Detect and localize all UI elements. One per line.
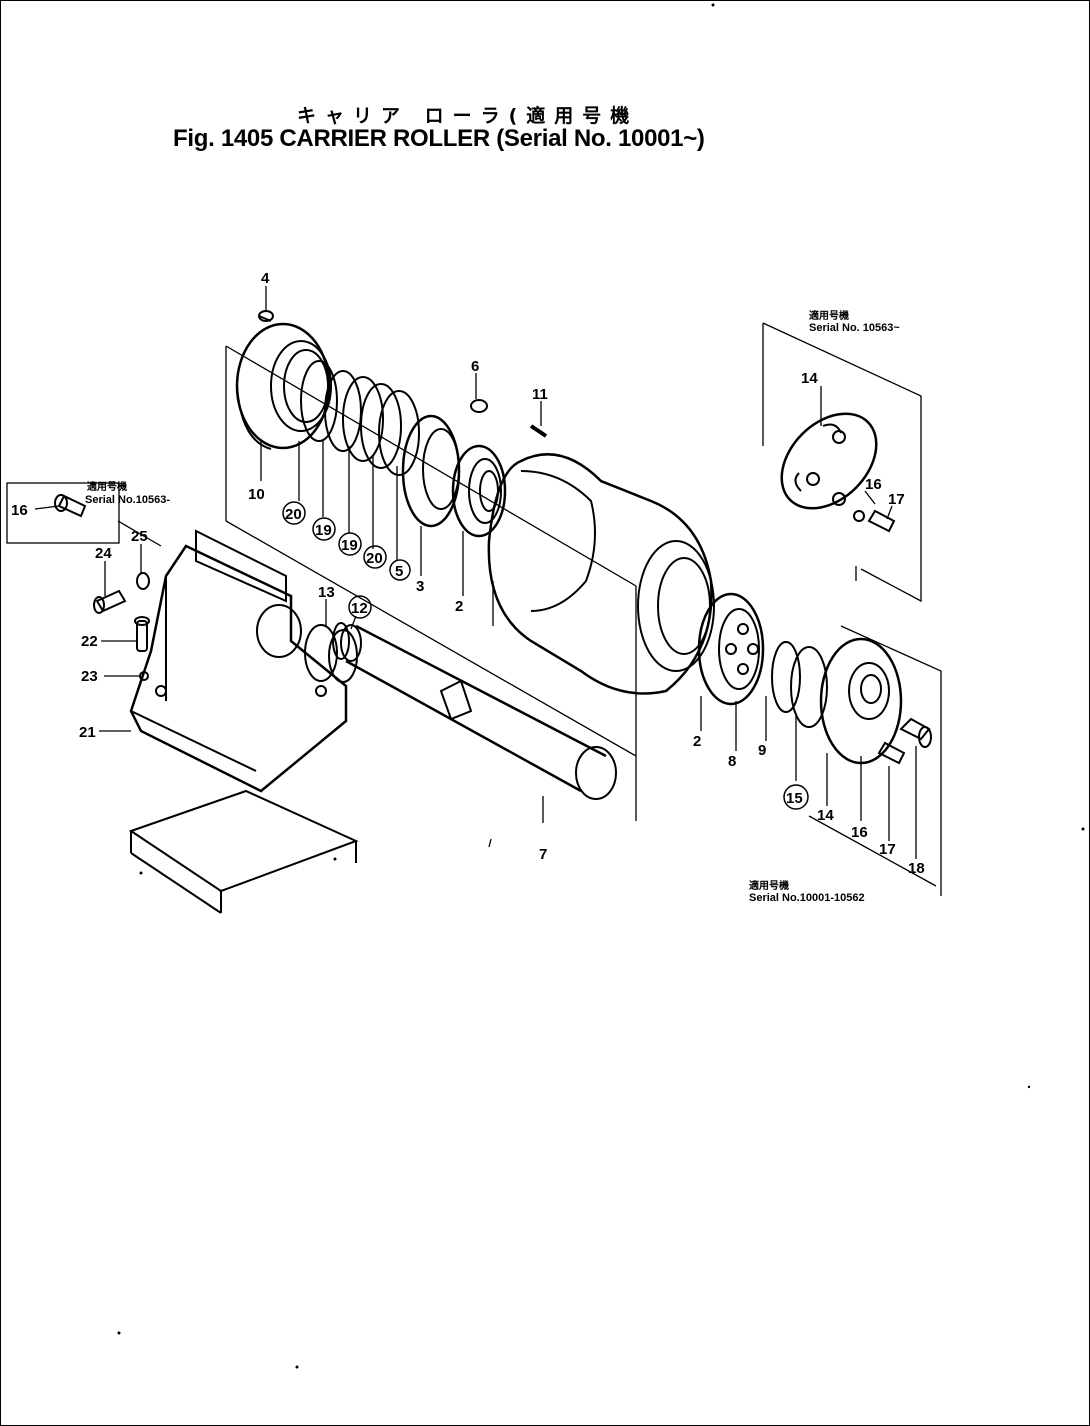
seal-housing-10 <box>235 322 332 450</box>
part-label-24: 24 <box>95 545 112 562</box>
bolt-17-alt <box>853 509 896 533</box>
part-label-13: 13 <box>318 584 335 601</box>
part-label-8: 8 <box>728 753 736 770</box>
bolt-24 <box>93 589 127 614</box>
part-label-20b: 20 <box>366 550 383 567</box>
callout-bottom-right-serial: Serial No.10001-10562 <box>749 892 865 904</box>
part-label-6: 6 <box>471 358 479 375</box>
seal-ring-3 <box>401 414 461 528</box>
part-label-20a: 20 <box>285 506 302 523</box>
part-label-2b: 2 <box>693 733 701 750</box>
bolt-17 <box>877 741 906 765</box>
part-label-12: 12 <box>351 600 368 617</box>
shaft-7 <box>332 622 617 800</box>
alt-cover-frame-bottom <box>840 625 942 896</box>
callout-top-right-jp: 適用号機 <box>809 309 849 322</box>
roller-body <box>487 453 715 695</box>
part-label-17a: 17 <box>888 491 905 508</box>
part-label-25: 25 <box>131 528 148 545</box>
bolt-18 <box>899 717 932 748</box>
cover-14-alt <box>780 412 878 510</box>
bracket-21 <box>129 529 348 793</box>
part-label-14b: 14 <box>817 807 834 824</box>
part-label-19a: 19 <box>315 522 332 539</box>
leader-lines <box>34 286 917 859</box>
assembly-axis-line <box>225 345 637 587</box>
scan-specks <box>117 3 1085 1369</box>
part-label-10: 10 <box>248 486 265 503</box>
ring-9 <box>771 641 801 713</box>
assembly-axis-line-lower <box>225 520 637 757</box>
callout-top-right-serial: Serial No. 10563~ <box>809 322 900 334</box>
part-label-7: 7 <box>539 846 547 863</box>
circled-number-rings <box>282 501 809 810</box>
part-label-2a: 2 <box>455 598 463 615</box>
part-label-3: 3 <box>416 578 424 595</box>
bearing-2-left <box>451 444 507 538</box>
alt-bolt-box <box>6 482 120 544</box>
part-label-5: 5 <box>395 563 403 580</box>
o-rings-group <box>300 360 420 476</box>
part-label-9: 9 <box>758 742 766 759</box>
pin-4 <box>258 310 274 322</box>
part-label-23: 23 <box>81 668 98 685</box>
base-plate <box>128 789 359 914</box>
title-japanese: キャリア ローラ(適用号機 <box>297 105 639 127</box>
o-ring-15 <box>790 646 828 728</box>
plug-6 <box>470 399 488 413</box>
alt-cover-frame-top <box>762 322 922 603</box>
part-label-21: 21 <box>79 724 96 741</box>
part-label-17b: 17 <box>879 841 896 858</box>
part-label-16a: 16 <box>865 476 882 493</box>
bolt-16-alt <box>54 494 87 518</box>
washer-25 <box>136 572 150 590</box>
part-label-15: 15 <box>786 790 803 807</box>
part-label-14a: 14 <box>801 370 818 387</box>
part-label-16c: 16 <box>11 502 28 519</box>
part-label-16b: 16 <box>851 824 868 841</box>
part-label-11: 11 <box>532 386 548 403</box>
part-label-18: 18 <box>908 860 925 877</box>
pin-11 <box>529 424 548 438</box>
part-label-4: 4 <box>261 270 270 287</box>
washer-23 <box>139 671 149 681</box>
callout-left-box-serial: Serial No.10563- <box>85 494 170 506</box>
figure-title: Fig. 1405 CARRIER ROLLER (Serial No. 100… <box>173 125 705 152</box>
bolt-22 <box>134 616 150 652</box>
bearing-2-right <box>697 592 765 706</box>
callout-bottom-right-jp: 適用号機 <box>749 879 789 892</box>
part-label-19b: 19 <box>341 537 358 554</box>
part-label-22: 22 <box>81 633 98 650</box>
callout-left-box-jp: 適用号機 <box>87 480 127 493</box>
